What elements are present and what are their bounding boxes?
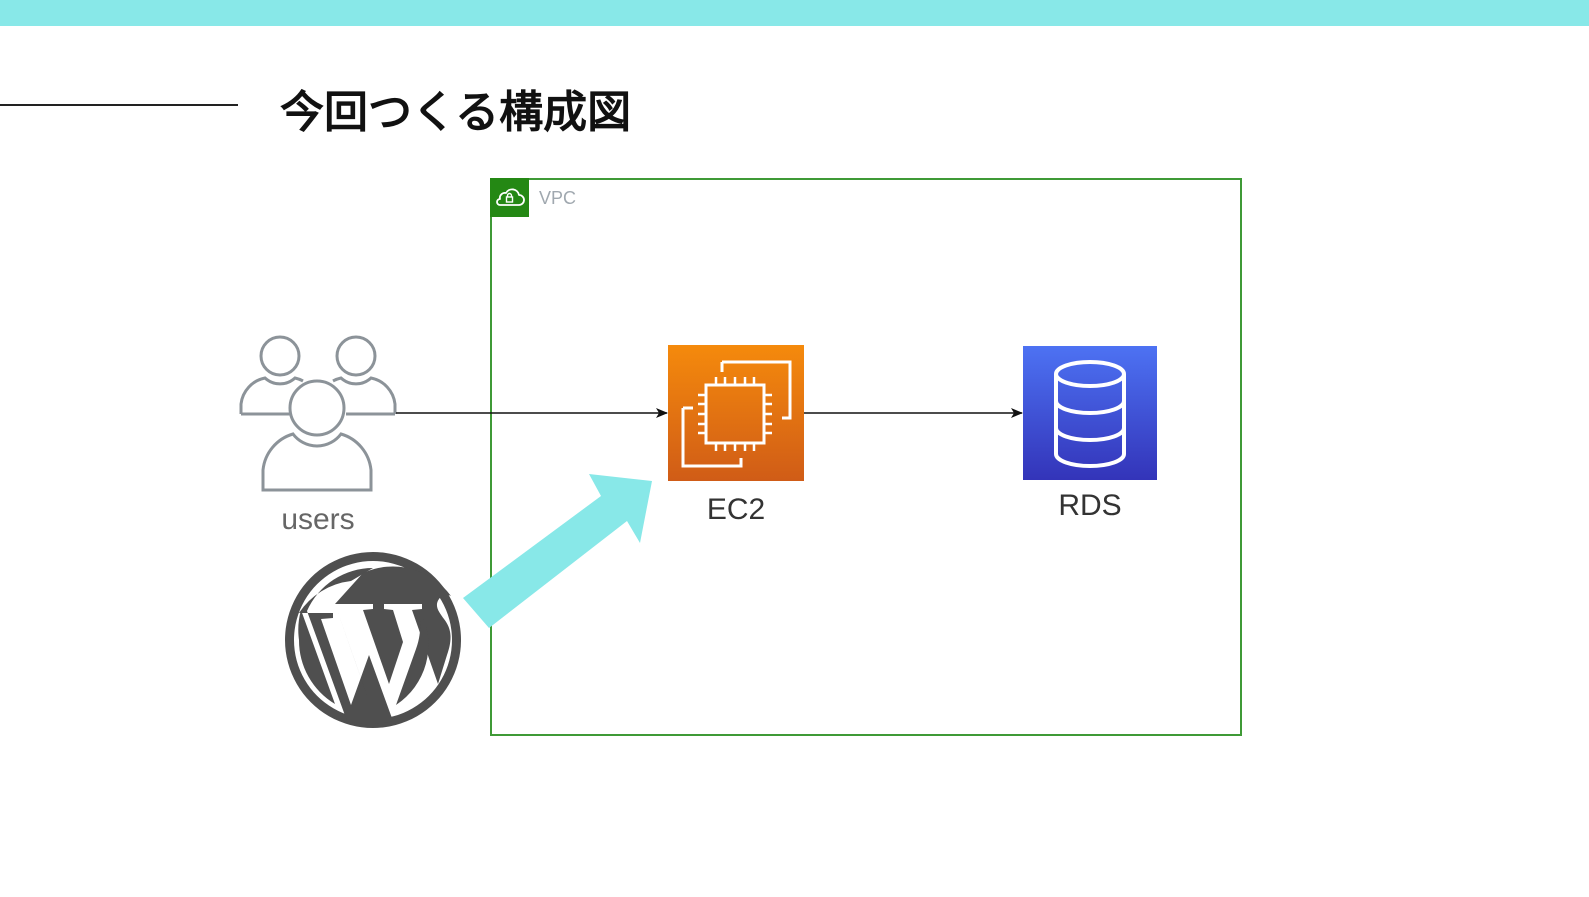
ec2-label: EC2 bbox=[706, 493, 766, 526]
users-label: users bbox=[281, 503, 355, 536]
top-accent-band bbox=[0, 0, 1589, 26]
vpc-label: VPC bbox=[539, 188, 577, 208]
slide-title: 今回つくる構成図 bbox=[280, 87, 632, 138]
users-icon bbox=[238, 334, 398, 494]
wordpress-logo-icon bbox=[285, 552, 462, 728]
vpc-group bbox=[490, 178, 1242, 736]
rds-label: RDS bbox=[1058, 489, 1122, 522]
vpc-cloud-lock-icon bbox=[490, 178, 529, 217]
rds-database-icon bbox=[1023, 346, 1157, 480]
ec2-instance-icon bbox=[668, 345, 804, 481]
title-rule bbox=[0, 104, 238, 106]
